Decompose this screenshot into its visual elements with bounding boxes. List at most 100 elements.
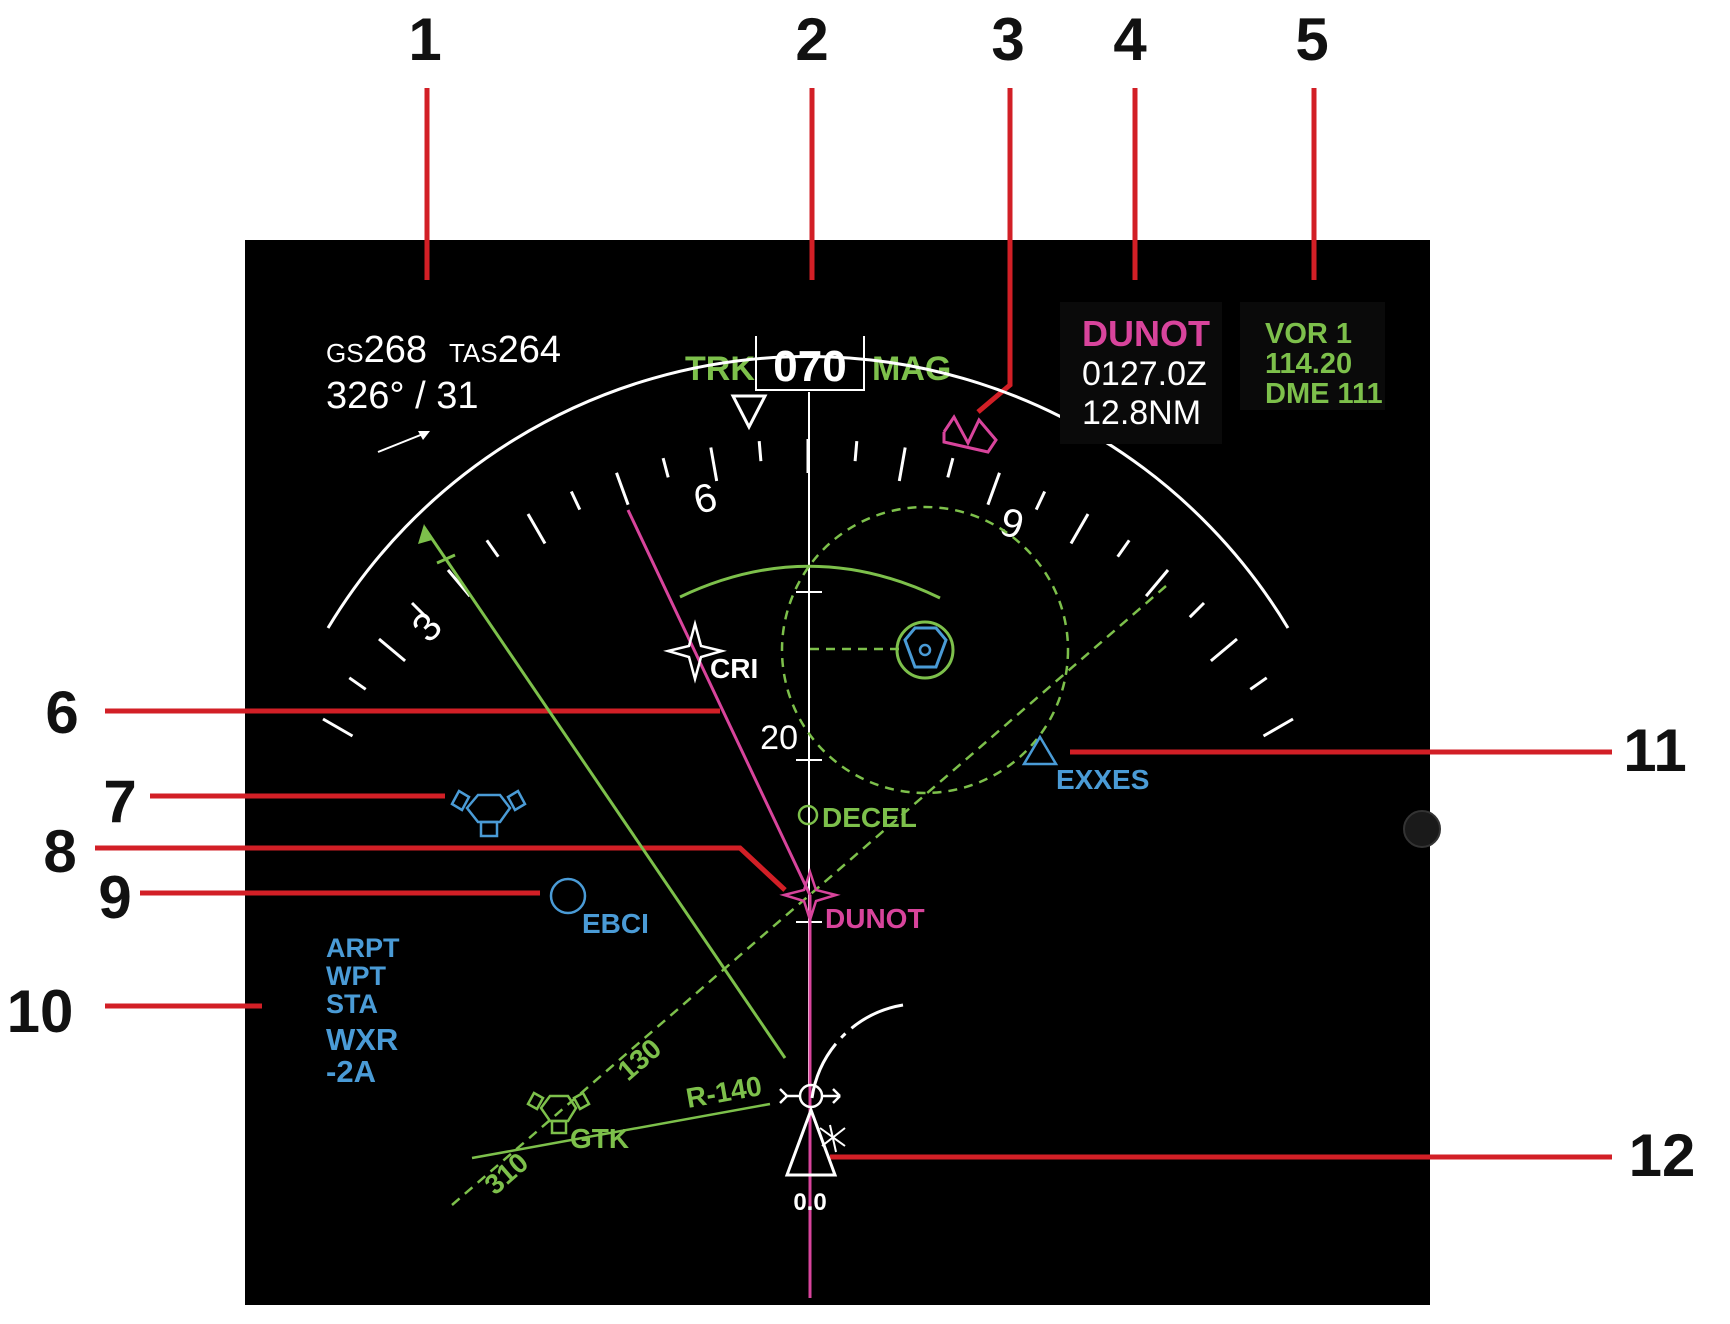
callout-7: 7 xyxy=(103,768,136,835)
compass-tick xyxy=(526,513,547,545)
compass-tick xyxy=(1209,637,1238,663)
wind-arrow-icon xyxy=(377,431,430,453)
aircraft-offset: 0.0 xyxy=(793,1189,826,1216)
station-icon xyxy=(450,789,527,838)
callout-line-8 xyxy=(95,845,787,892)
callout-lines xyxy=(95,88,1612,1160)
decel-icon xyxy=(797,804,819,826)
to-waypoint-time: 0127.0Z xyxy=(1082,355,1207,393)
aircraft-vor-pointer-icon xyxy=(779,1083,841,1109)
heading-block: TRK 070 MAG xyxy=(685,336,951,431)
option-wxr: WXR xyxy=(326,1022,398,1057)
nav-source: VOR 1 114.20 DME 111 xyxy=(1265,318,1383,410)
callout-line-3 xyxy=(976,88,1013,414)
compass-tick xyxy=(946,457,955,478)
option-arpt: ARPT xyxy=(326,933,400,963)
aircraft-symbol-icon xyxy=(784,1105,838,1177)
waypoint-info: DUNOT 0127.0Z 12.8NM xyxy=(1082,313,1210,432)
compass-arc xyxy=(322,355,1294,738)
compass-tick xyxy=(1188,601,1206,619)
exxes-waypoint-icon xyxy=(1021,734,1059,766)
compass-tick xyxy=(1262,717,1294,738)
waypoint-info-box xyxy=(1060,302,1222,444)
ebci-label: EBCI xyxy=(582,908,649,939)
altitude-range-arc xyxy=(679,564,941,600)
to-waypoint-name: DUNOT xyxy=(1082,313,1210,354)
compass-tick xyxy=(378,637,407,663)
dme-readout: DME 111 xyxy=(1265,378,1383,410)
nav-source-box xyxy=(1240,302,1385,410)
vor-range-circle xyxy=(780,505,1070,795)
radial-line xyxy=(471,1102,771,1160)
compass-tick xyxy=(661,457,670,478)
exxes-label: EXXES xyxy=(1056,764,1149,795)
dunot-label: DUNOT xyxy=(825,903,925,934)
callout-2: 2 xyxy=(795,6,828,73)
cri-waypoint-icon xyxy=(663,619,727,684)
leg-tick xyxy=(436,553,456,565)
callout-11: 11 xyxy=(1623,717,1686,784)
turn-prediction-arc xyxy=(810,1003,904,1099)
option-wpt: WPT xyxy=(326,961,386,991)
callout-3: 3 xyxy=(991,6,1024,73)
compass-tick xyxy=(986,472,1001,506)
callout-4: 4 xyxy=(1113,6,1147,73)
to-waypoint-distance: 12.8NM xyxy=(1082,394,1201,432)
compass-tick xyxy=(1116,539,1131,558)
active-leg-line xyxy=(626,509,812,896)
compass-tick xyxy=(853,440,859,462)
gs-value: 268 xyxy=(364,329,427,371)
compass-tick xyxy=(709,447,719,482)
compass-tick xyxy=(897,447,907,482)
compass-tick xyxy=(410,601,428,619)
callout-6: 6 xyxy=(45,679,78,746)
ebci-airport-icon xyxy=(549,877,587,915)
leg-arrow-icon xyxy=(418,524,432,544)
tas-label: TAS xyxy=(449,338,498,368)
wind-readout: 326° / 31 xyxy=(326,375,479,417)
callout-12: 12 xyxy=(1629,1122,1696,1189)
compass-tick xyxy=(1249,676,1268,691)
range-label-20: 20 xyxy=(760,719,798,757)
heading-box xyxy=(755,336,865,391)
compass-ticks xyxy=(322,439,1294,738)
vor-dme-icon xyxy=(895,620,955,680)
vor-frequency: 114.20 xyxy=(1265,348,1352,380)
side-knob-icon xyxy=(1403,810,1441,848)
compass-tick xyxy=(322,717,354,738)
mag-label: MAG xyxy=(872,350,951,388)
callout-9: 9 xyxy=(98,864,131,931)
tas-value: 264 xyxy=(498,329,561,371)
cri-label: CRI xyxy=(710,653,758,684)
track-pointer-icon xyxy=(730,394,768,431)
gtk-label: GTK xyxy=(570,1123,629,1154)
compass-tick xyxy=(615,472,630,506)
vor-label: VOR 1 xyxy=(1265,318,1352,350)
heading-bug-icon xyxy=(942,414,998,454)
compass-tick xyxy=(348,676,367,691)
compass-tick xyxy=(569,490,582,511)
option-sta: STA xyxy=(326,989,378,1019)
decel-label: DECEL xyxy=(822,802,917,833)
callout-5: 5 xyxy=(1295,6,1328,73)
callout-10: 10 xyxy=(7,978,74,1045)
option-tilt: -2A xyxy=(326,1054,376,1089)
compass-tick xyxy=(1144,569,1170,598)
callout-1: 1 xyxy=(408,6,441,73)
wind-shear-icon xyxy=(819,1124,846,1153)
display-screen xyxy=(245,240,1430,1305)
callout-numbers: 1 2 3 4 5 6 7 8 9 10 11 12 xyxy=(7,6,1696,1189)
compass-tick xyxy=(485,539,500,558)
compass-tick xyxy=(1034,490,1047,511)
gtk-station-icon xyxy=(526,1091,591,1135)
display-options: ARPT WPT STA WXR -2A xyxy=(326,933,400,1089)
compass-arc-line xyxy=(326,355,1290,629)
compass-tick xyxy=(1069,513,1090,545)
heading-value: 070 xyxy=(773,342,846,391)
compass-tick xyxy=(757,440,763,462)
dunot-waypoint-icon xyxy=(779,868,841,925)
callout-8: 8 xyxy=(43,818,76,885)
